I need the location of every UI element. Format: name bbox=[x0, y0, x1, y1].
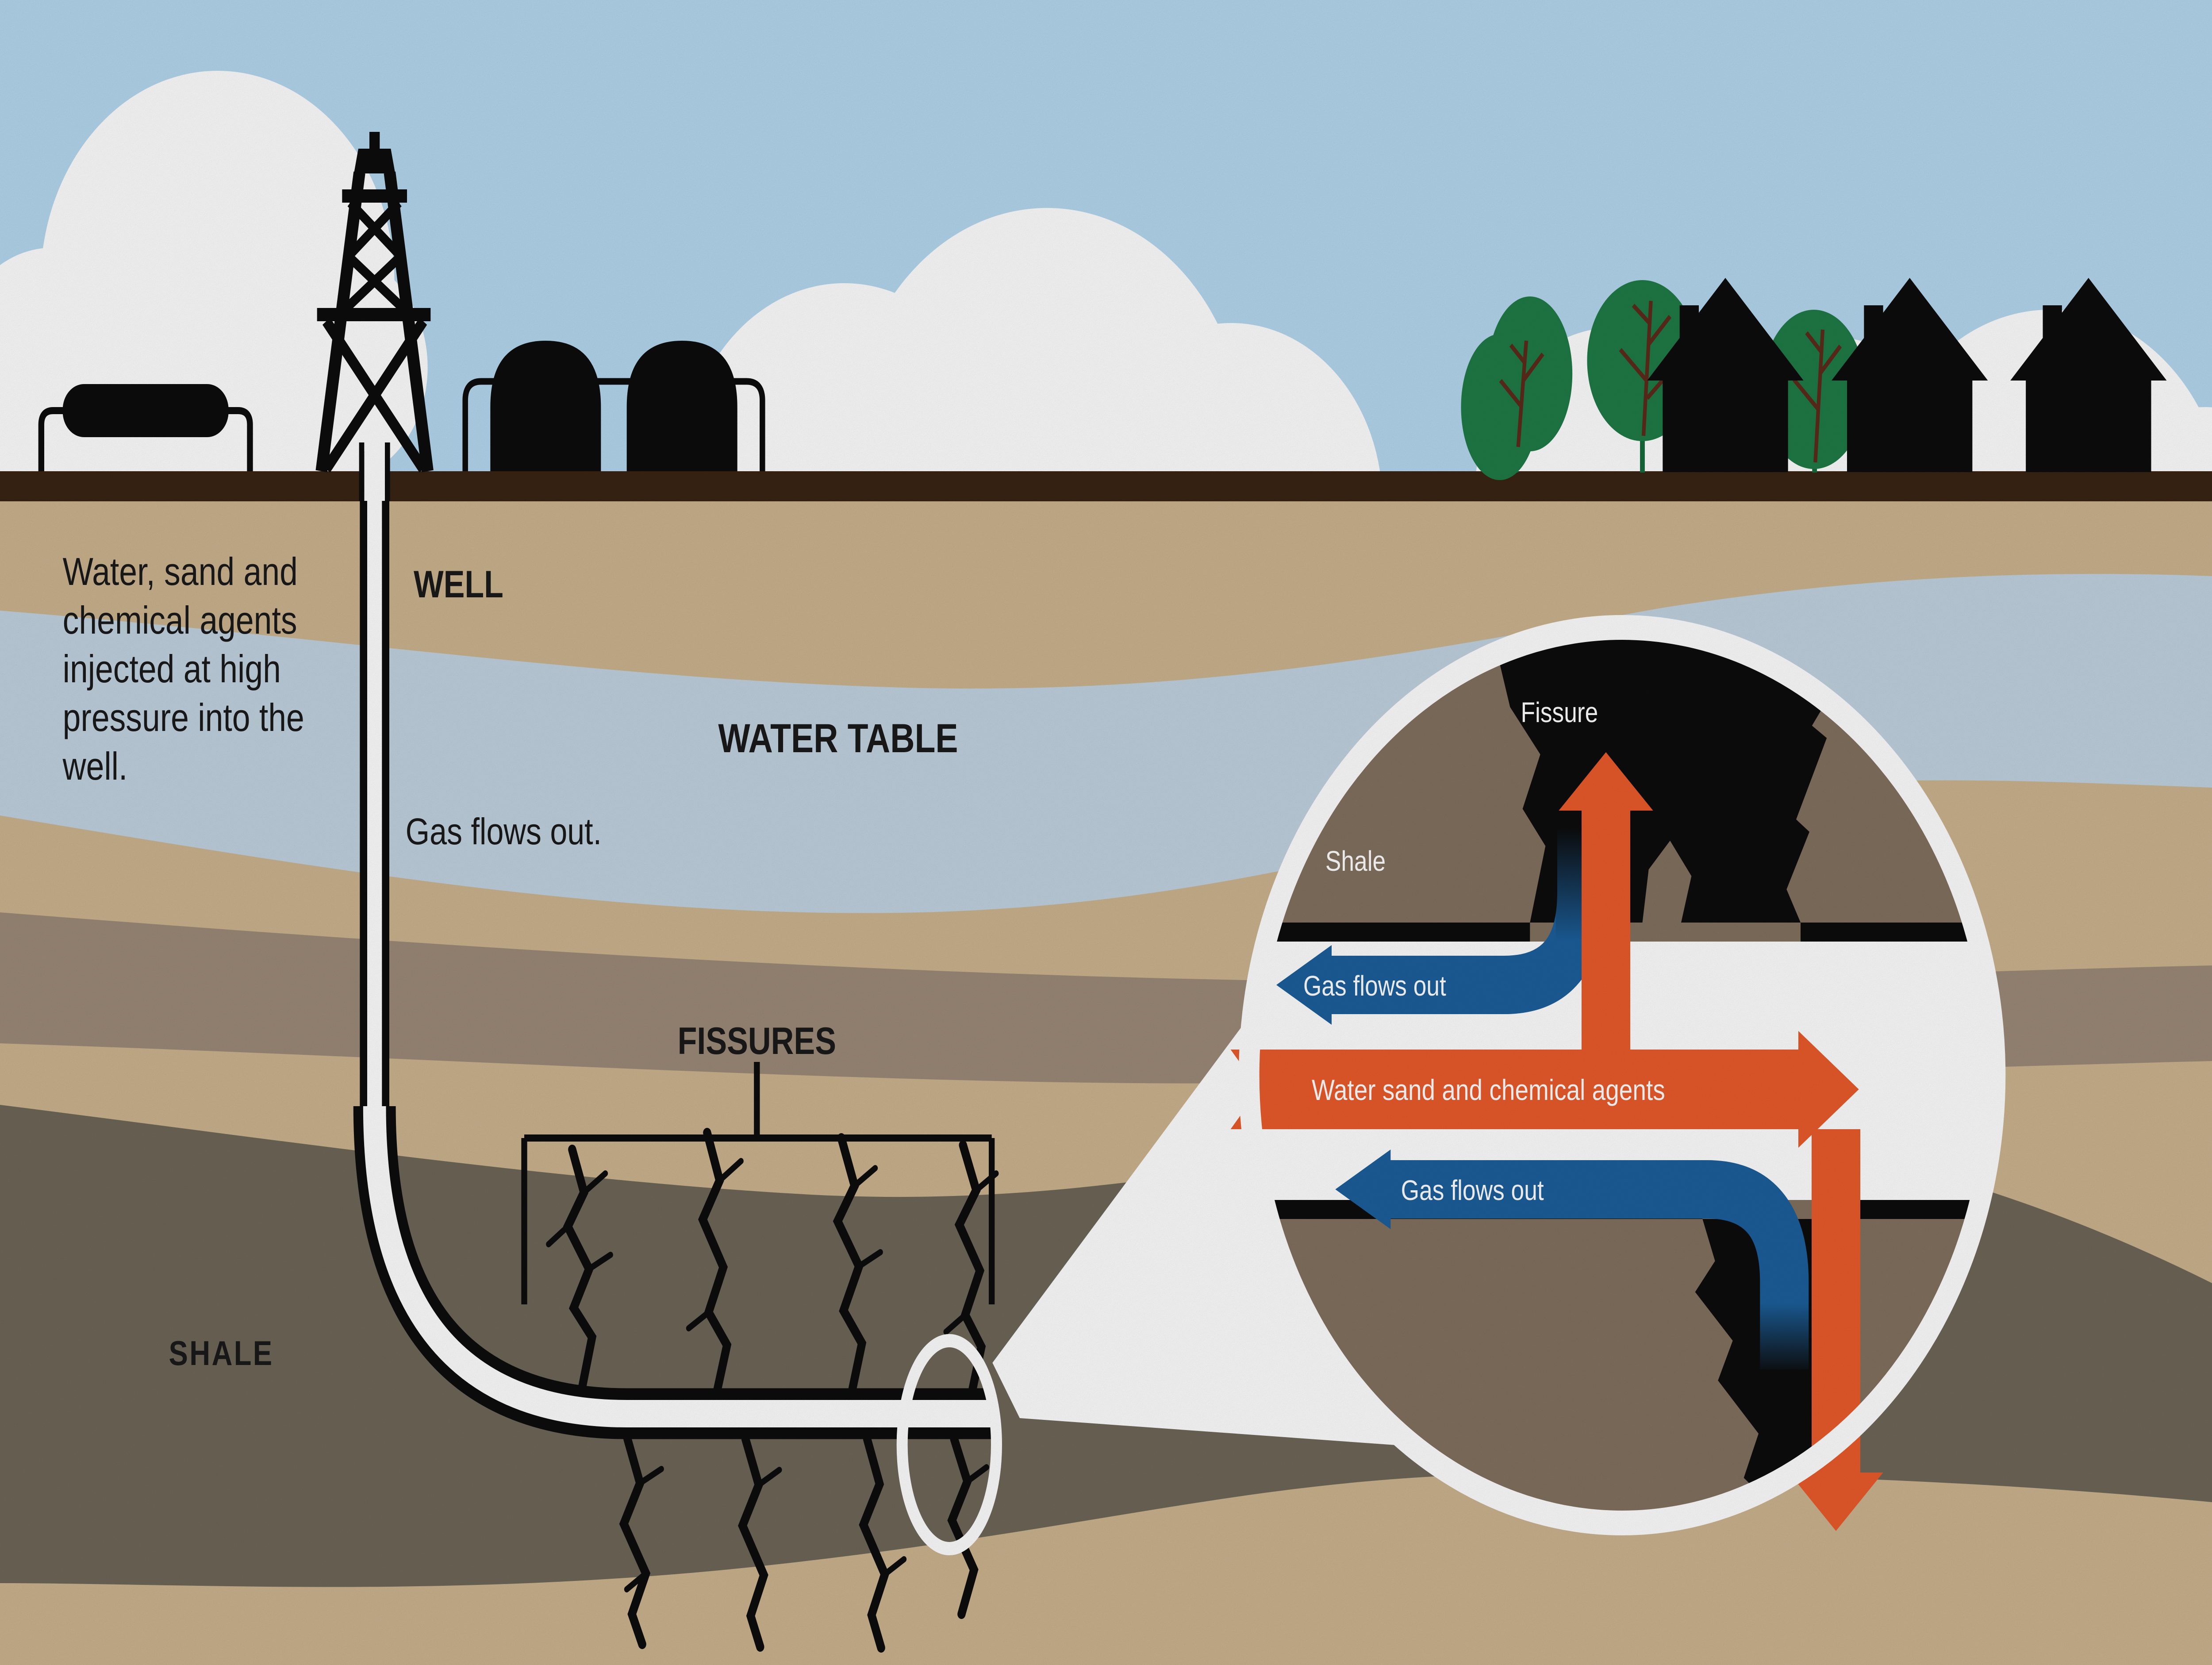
grain-overlay bbox=[0, 0, 2212, 1665]
fracking-diagram: Water, sand and chemical agents injected… bbox=[0, 0, 2212, 1665]
